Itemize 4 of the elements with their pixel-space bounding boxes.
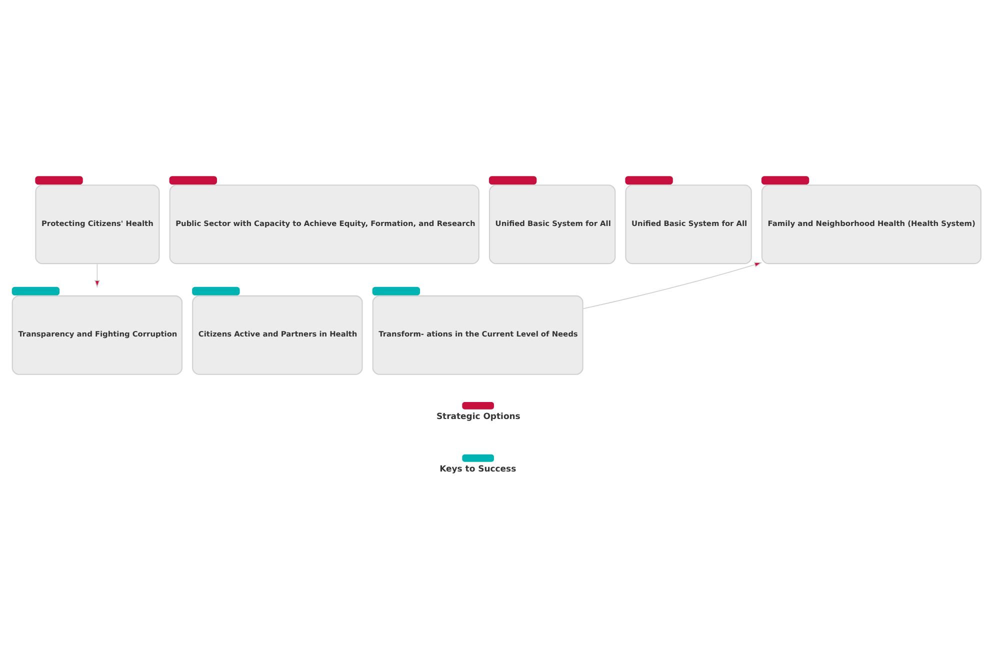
legend-label: Strategic Options xyxy=(436,410,520,421)
arrow xyxy=(94,264,100,288)
arrow xyxy=(582,262,762,310)
legend-label: Keys to Success xyxy=(439,463,516,474)
